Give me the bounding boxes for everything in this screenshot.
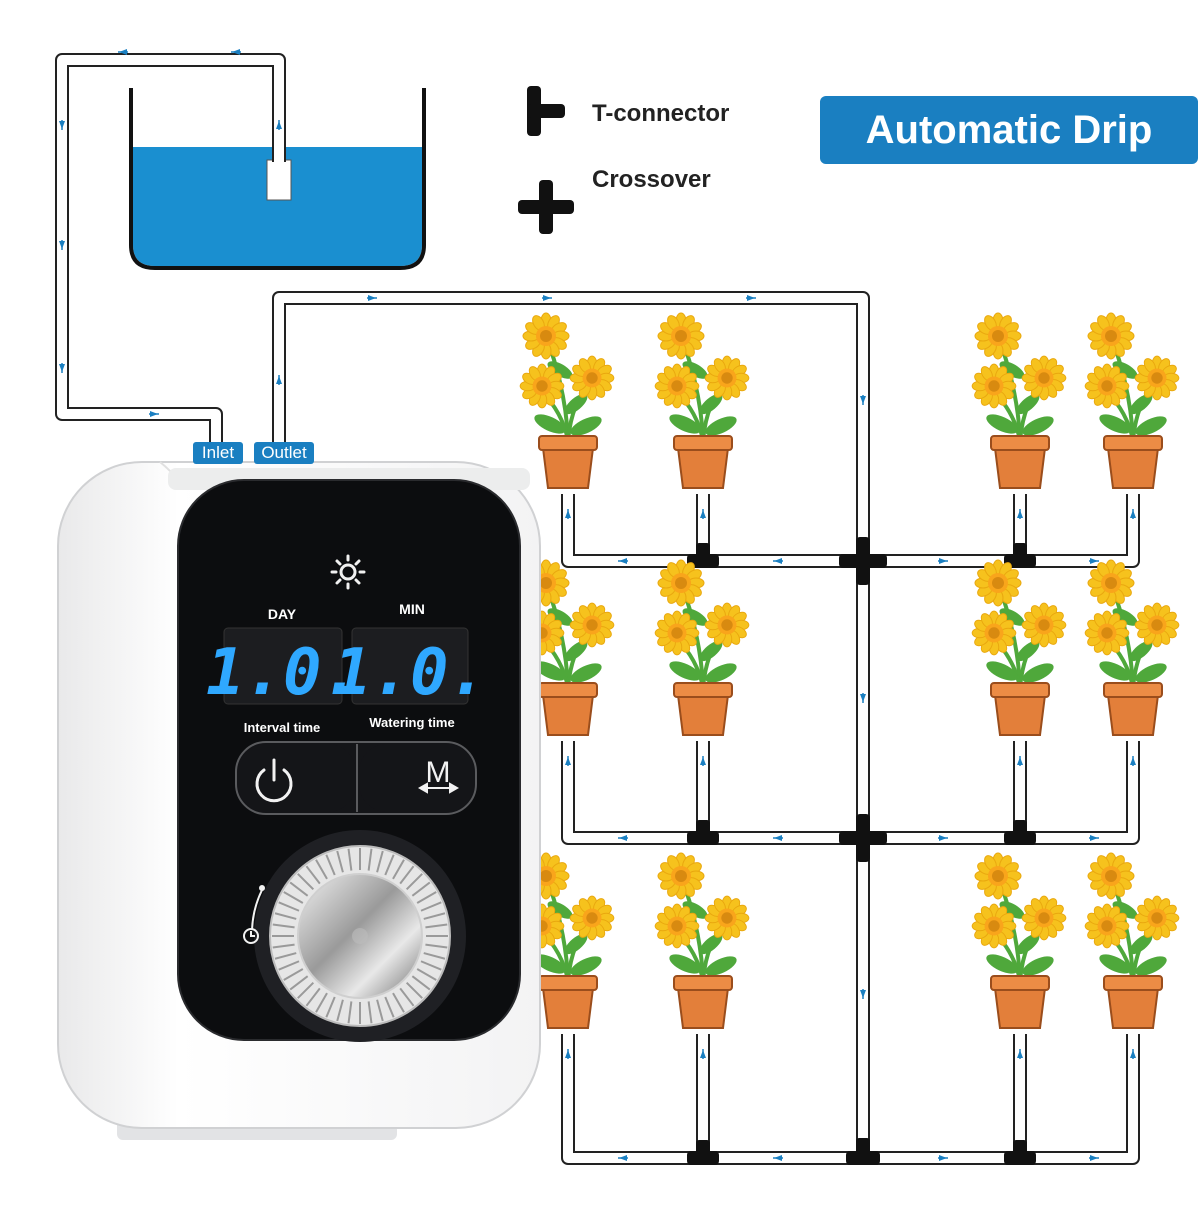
flow-arrow-icon xyxy=(1089,835,1099,841)
drip-branches xyxy=(561,494,1140,1165)
watering-time-label: Watering time xyxy=(369,715,454,730)
flow-arrow-icon xyxy=(938,835,948,841)
flow-arrow-icon xyxy=(542,295,552,301)
flow-arrow-icon xyxy=(1130,756,1136,766)
flow-arrow-icon xyxy=(565,509,571,519)
flow-arrow-icon xyxy=(565,1049,571,1059)
flow-arrow-icon xyxy=(700,509,706,519)
mode-button-label: M xyxy=(426,756,451,789)
t-connector-icon xyxy=(687,543,719,568)
flow-arrow-icon xyxy=(59,240,65,250)
min-display xyxy=(351,627,469,705)
flow-arrow-icon xyxy=(618,835,628,841)
day-display xyxy=(223,627,343,705)
sunflower-pot xyxy=(654,559,750,736)
t-connector-icon xyxy=(1004,543,1036,568)
legend-crossover-label: Crossover xyxy=(592,166,711,193)
sunflower-pot xyxy=(971,312,1067,489)
plant-grid xyxy=(519,312,1180,1029)
flow-arrow-icon xyxy=(773,835,783,841)
interval-time-label: Interval time xyxy=(244,720,321,735)
crossover-icon xyxy=(839,814,887,862)
t-connector-icon xyxy=(846,1138,880,1165)
flow-arrow-icon xyxy=(276,120,282,130)
flow-arrow-icon xyxy=(59,120,65,130)
flow-arrow-icon xyxy=(118,49,128,55)
t-connector-icon xyxy=(687,1140,719,1165)
clock-icon xyxy=(243,928,259,944)
day-label: DAY xyxy=(268,606,297,622)
min-label: MIN xyxy=(399,601,425,617)
drip-controller: DAY MIN 1.0. 1.0. Interval time Watering… xyxy=(57,461,541,1140)
crossover-icon xyxy=(518,180,574,234)
flow-arrow-icon xyxy=(1089,1155,1099,1161)
min-value: 1.0. xyxy=(333,636,487,710)
flow-arrow-icon xyxy=(1130,1049,1136,1059)
flow-arrow-icon xyxy=(276,375,282,385)
flow-arrow-icon xyxy=(1130,509,1136,519)
flow-arrow-icon xyxy=(231,49,241,55)
flow-arrow-icon xyxy=(1017,509,1023,519)
brightness-icon xyxy=(330,554,366,590)
timer-knob[interactable] xyxy=(254,830,466,1042)
sunflower-pot xyxy=(1084,312,1180,489)
flow-arrow-icon xyxy=(860,395,866,405)
t-connector-icon xyxy=(527,86,565,136)
flow-arrow-icon xyxy=(700,756,706,766)
sunflower-pot xyxy=(1084,559,1180,736)
swap-arrows-icon xyxy=(417,782,460,794)
t-connector-icon xyxy=(1004,820,1036,845)
flow-arrow-icon xyxy=(1089,558,1099,564)
t-connector-icon xyxy=(687,820,719,845)
sunflower-pot xyxy=(1084,852,1180,1029)
sunflower-pot xyxy=(971,852,1067,1029)
flow-arrow-icon xyxy=(565,756,571,766)
sunflower-pot xyxy=(519,312,615,489)
flow-arrow-icon xyxy=(938,558,948,564)
mode-button[interactable]: M xyxy=(359,744,474,812)
flow-arrow-icon xyxy=(746,295,756,301)
flow-arrow-icon xyxy=(773,1155,783,1161)
feed-tubing xyxy=(55,53,870,1165)
day-value: 1.0. xyxy=(206,636,360,710)
flow-arrow-icon xyxy=(773,558,783,564)
flow-arrow-icon xyxy=(618,1155,628,1161)
outlet-port-label: Outlet xyxy=(254,442,314,464)
flow-arrow-icon xyxy=(618,558,628,564)
crossover-icon xyxy=(839,537,887,585)
flow-arrow-icon xyxy=(860,989,866,999)
inlet-port-label: Inlet xyxy=(193,442,243,464)
water-tank xyxy=(129,88,426,270)
flow-arrow-icon xyxy=(149,411,159,417)
sunflower-pot xyxy=(971,559,1067,736)
flow-arrow-icon xyxy=(59,363,65,373)
flow-arrows xyxy=(59,49,1136,1161)
legend-t-connector-label: T-connector xyxy=(592,100,730,127)
t-connector-icon xyxy=(1004,1140,1036,1165)
sunflower-pot xyxy=(654,312,750,489)
flow-arrow-icon xyxy=(938,1155,948,1161)
flow-arrow-icon xyxy=(367,295,377,301)
flow-arrow-icon xyxy=(700,1049,706,1059)
power-button[interactable] xyxy=(238,744,356,812)
flow-arrow-icon xyxy=(860,693,866,703)
power-icon xyxy=(255,758,293,803)
sunflower-pot xyxy=(654,852,750,1029)
flow-arrow-icon xyxy=(1017,1049,1023,1059)
flow-arrow-icon xyxy=(1017,756,1023,766)
title-badge: Automatic Drip xyxy=(820,96,1198,164)
